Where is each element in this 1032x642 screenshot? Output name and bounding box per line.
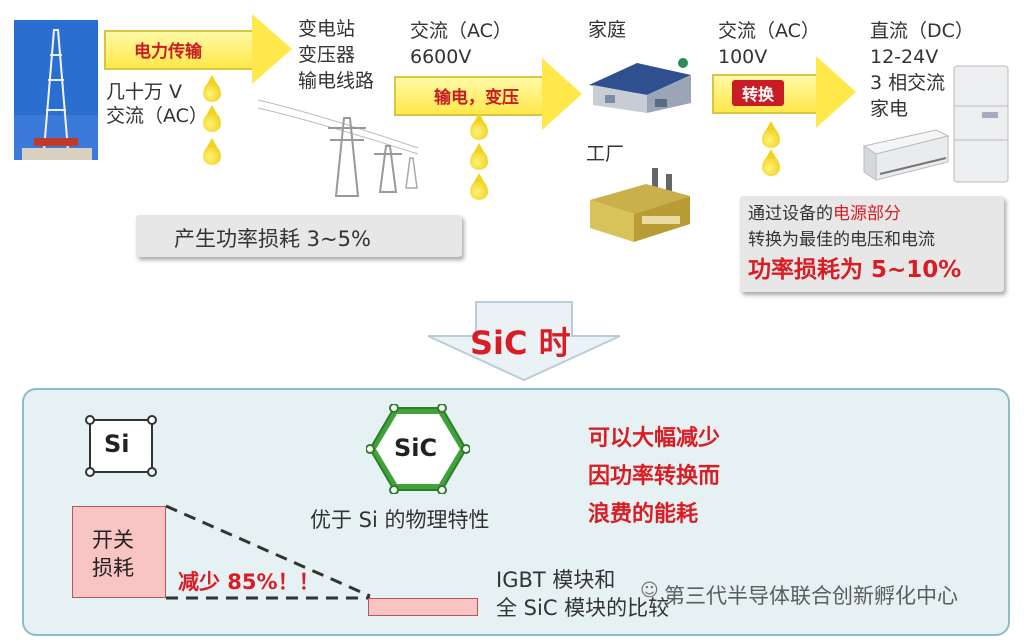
transmission-transform-arrow: 输电，变压 (394, 58, 584, 130)
conversion-arrow: 转换 (712, 56, 858, 128)
power-transmission-arrow: 电力传输 (104, 14, 294, 86)
ac-100v-label: 交流（AC） 100V (718, 20, 820, 68)
house-image (585, 55, 695, 115)
reduction-dashes (165, 504, 376, 602)
module-comparison-caption: IGBT 模块和 全 SiC 模块的比较 (496, 568, 670, 620)
device-loss-box: 通过设备的电源部分 转换为最佳的电压和电流 功率损耗为 5~10% (740, 196, 1004, 292)
refrigerator-image (952, 64, 1012, 184)
factory-image (586, 166, 694, 244)
ac-6600v-label: 交流（AC） 6600V (410, 20, 512, 68)
loss-drop-icon (762, 149, 780, 176)
si-symbol: Si (84, 414, 158, 478)
benefit-text: 可以大幅减少 因功率转换而 浪费的能耗 (588, 426, 721, 527)
substation-label: 变电站 变压器 输电线路 (298, 18, 375, 92)
sic-hexagon-symbol: SiC (365, 403, 471, 495)
dc-output-label: 直流（DC） 12-24V 3 相交流 家电 (870, 20, 974, 120)
reduction-label: 减少 85%！！ (178, 570, 320, 594)
air-conditioner-image (862, 128, 950, 182)
si-label: Si (104, 430, 130, 458)
sic-when-title: SiC 时 (470, 324, 571, 362)
loss-drop-icon (203, 105, 221, 132)
watermark-icon: ☺ (640, 580, 659, 601)
arrow2-label: 输电，变压 (434, 88, 519, 108)
loss-drop-icon (203, 75, 221, 102)
factory-label: 工厂 (586, 143, 625, 165)
generator-voltage: 几十万 V 交流（AC） (106, 81, 208, 127)
loss-drop-icon (762, 121, 780, 148)
switching-loss-label: 开关 损耗 (92, 528, 134, 580)
power-plant-image (14, 20, 98, 160)
loss-drop-icon (203, 138, 221, 165)
loss-drop-icon (470, 173, 488, 200)
sic-down-arrow (426, 300, 622, 382)
loss-drop-icon (470, 143, 488, 170)
transmission-loss-box: 产生功率损耗 3~5% (136, 215, 462, 257)
loss-drop-icon (470, 113, 488, 140)
transmission-tower-image (257, 88, 428, 198)
sic-label: SiC (394, 434, 438, 462)
arrow1-label: 电力传输 (134, 42, 202, 62)
si-switching-loss-bar (72, 506, 166, 598)
arrow3-label: 转换 (732, 80, 785, 106)
watermark-text: 第三代半导体联合创新孵化中心 (664, 584, 958, 608)
sic-switching-loss-bar (368, 598, 478, 616)
home-label: 家庭 (588, 19, 627, 41)
sic-comparison-panel (22, 388, 1010, 636)
sic-caption: 优于 Si 的物理特性 (310, 508, 490, 532)
